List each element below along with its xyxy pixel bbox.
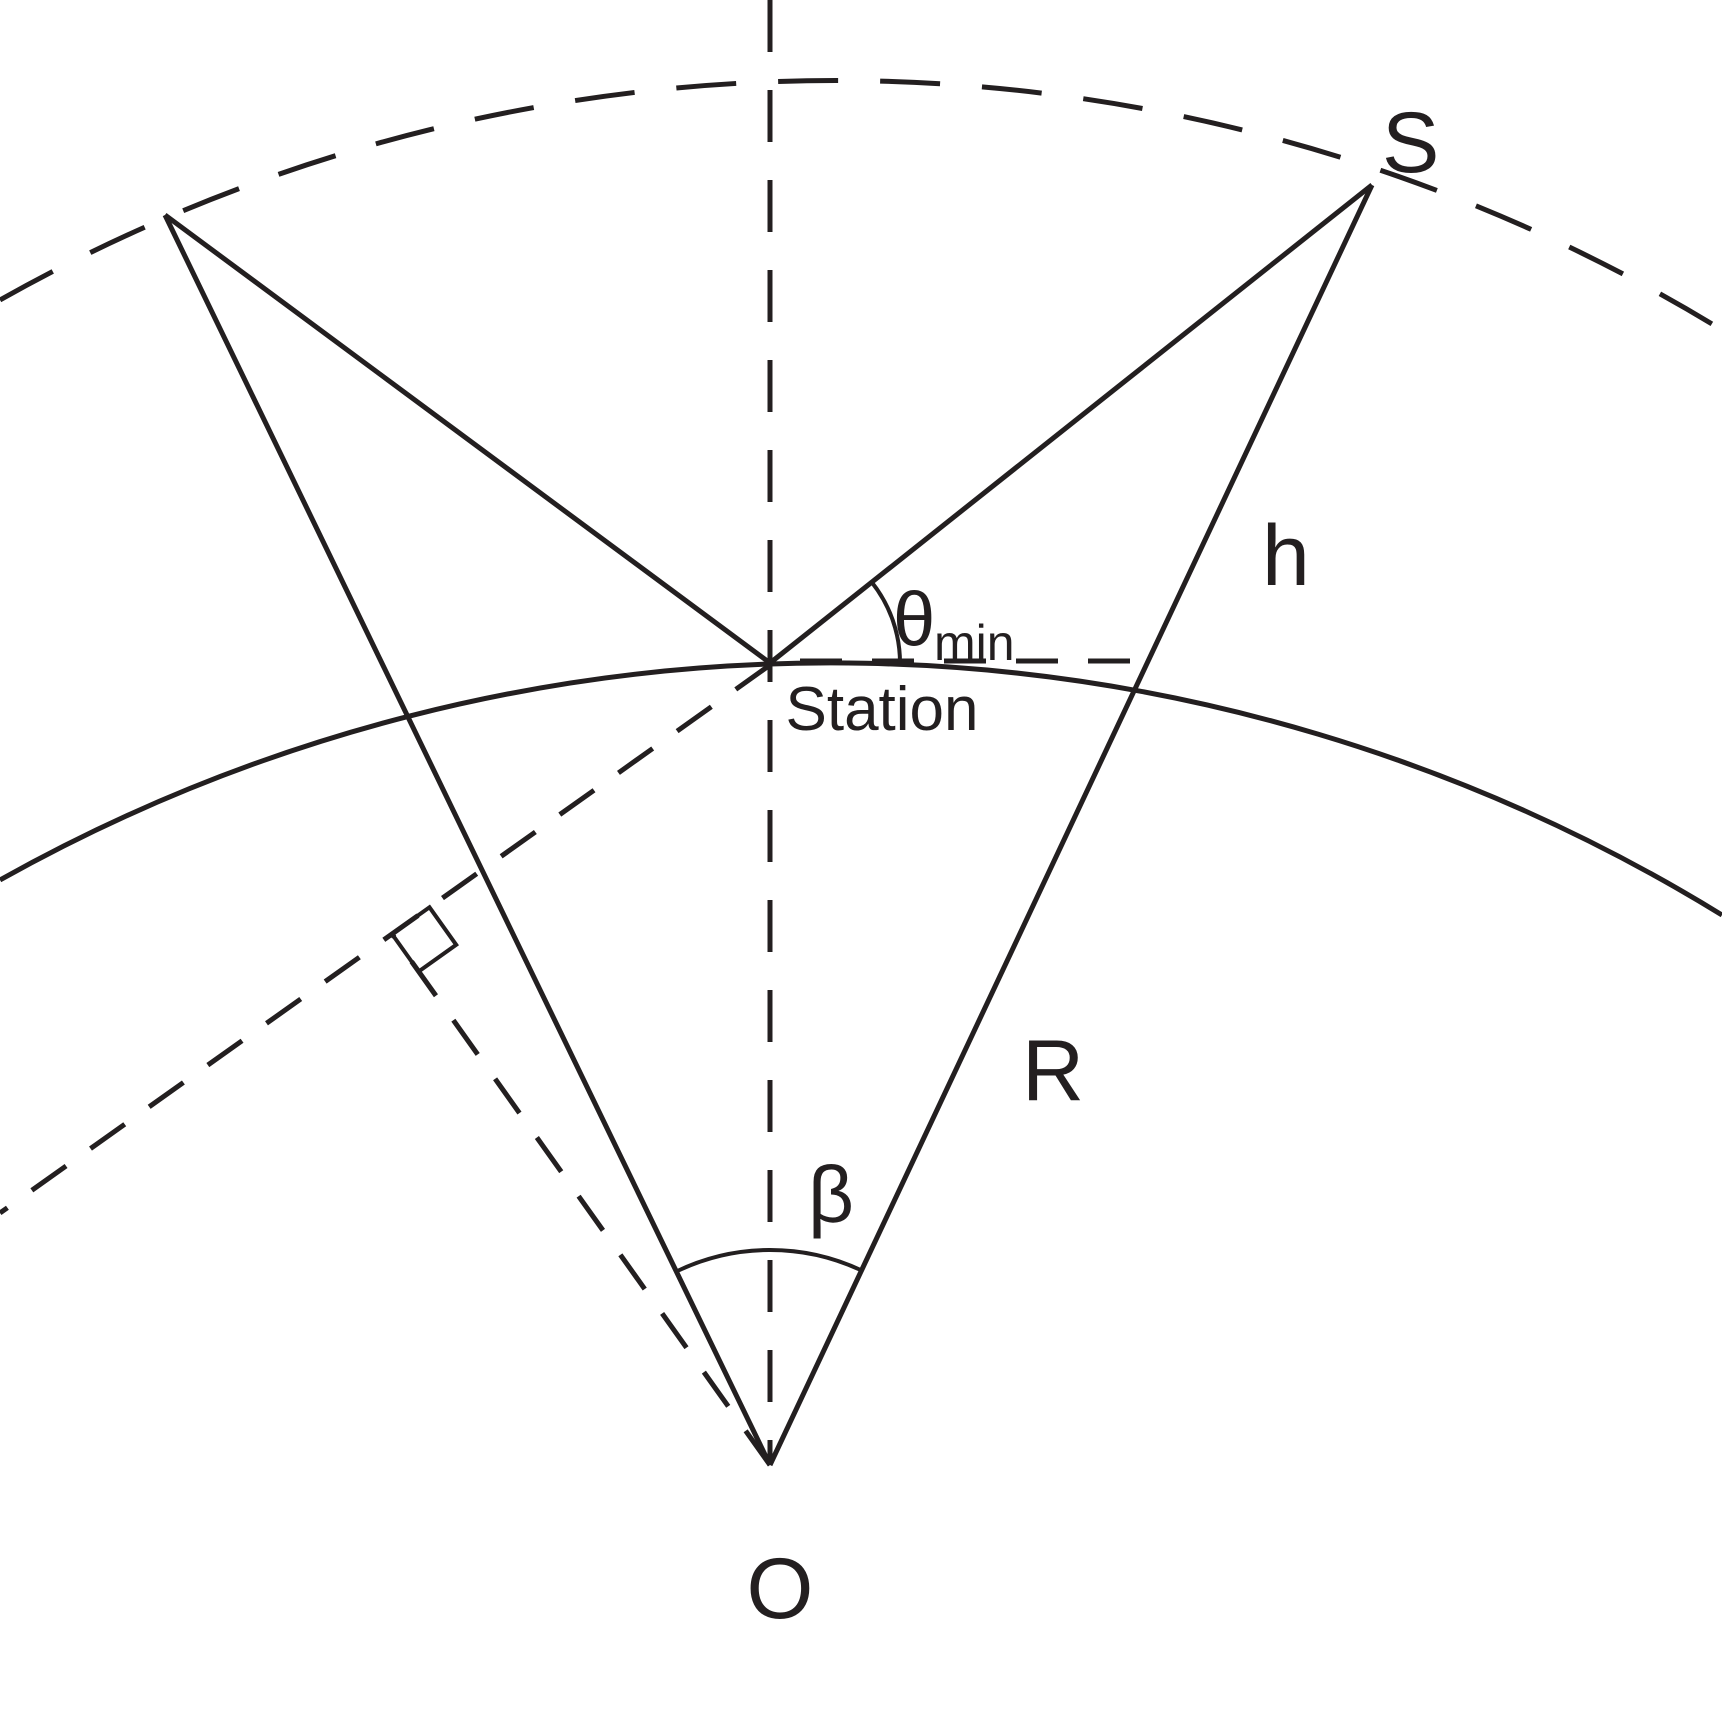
orbit-arc — [0, 78, 1722, 333]
center-to-satellite-line — [767, 183, 1375, 1467]
center-to-left-satellite-line — [162, 213, 773, 1467]
right-angle-marker — [389, 904, 459, 975]
theta-min-angle-arc — [870, 580, 902, 664]
earth-center-label: O — [747, 1541, 814, 1637]
beta-angle-arc — [675, 1247, 863, 1274]
theta-subscript-label: min — [934, 615, 1015, 671]
radius-label: R — [1022, 1023, 1084, 1119]
beta-angle-label: β — [808, 1150, 854, 1239]
theta-symbol-label: θ — [893, 577, 935, 662]
station-to-satellite-line — [768, 183, 1374, 665]
satellite-label: S — [1382, 95, 1439, 191]
earth-surface-arc — [0, 660, 1722, 918]
station-label: Station — [785, 675, 978, 744]
station-horizon-left-line — [0, 662, 772, 1216]
perpendicular-from-center-line — [389, 932, 773, 1467]
height-label: h — [1262, 508, 1310, 604]
station-to-left-satellite-line — [163, 212, 772, 666]
